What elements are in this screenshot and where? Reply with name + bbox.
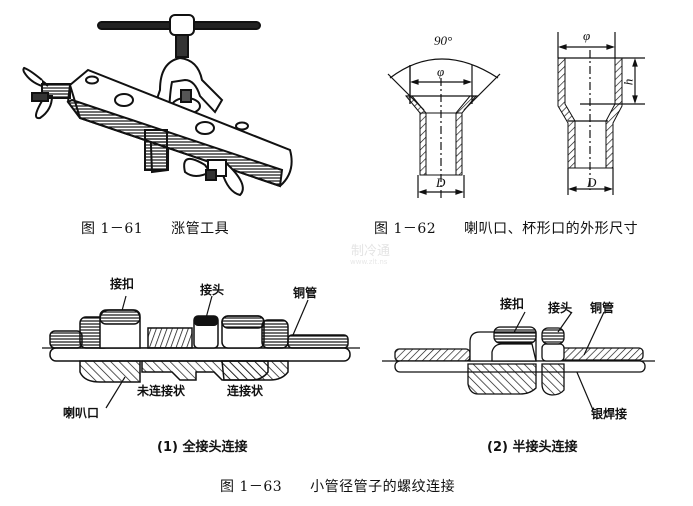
full-label-fitting: 接头 xyxy=(200,283,225,297)
half-fitting-caption: (2) 半接头连接 xyxy=(487,440,578,455)
full-label-copper-pipe: 铜管 xyxy=(293,286,318,300)
cup-phi-label: φ xyxy=(583,28,591,43)
flare-wall-left xyxy=(404,95,428,114)
fig-1-63-title: 小管径管子的螺纹连接 xyxy=(310,479,456,495)
full-label-not-connected: 未连接状 xyxy=(137,384,186,398)
fig-1-62-number: 图 1－62 xyxy=(374,221,437,237)
left-pipe-knurl xyxy=(49,330,83,349)
cup-wall-right xyxy=(605,57,623,169)
nut-section xyxy=(467,363,537,395)
fig-1-63-number: 图 1－63 xyxy=(220,479,283,495)
full-label-flare: 喇叭口 xyxy=(63,406,100,420)
fitting-thread xyxy=(147,327,193,349)
cup-dimension-drawing xyxy=(557,32,645,195)
half-label-silver-weld: 银焊接 xyxy=(591,407,628,421)
right-nut-section xyxy=(221,360,289,381)
flare-dimension-drawing xyxy=(387,58,501,198)
fig-1-62-title: 喇叭口、杯形口的外形尺寸 xyxy=(464,221,639,237)
fitting-section xyxy=(541,363,565,396)
flare-wall-right xyxy=(454,95,478,114)
half-label-copper-pipe: 铜管 xyxy=(590,301,615,315)
flare-d-label: D xyxy=(436,175,446,190)
fitting-upper xyxy=(541,343,565,362)
half-label-fitting: 接头 xyxy=(548,301,573,315)
full-fitting-caption: (1) 全接头连接 xyxy=(157,440,248,455)
full-label-nut: 接扣 xyxy=(110,277,135,291)
fig-1-61-title: 涨管工具 xyxy=(171,221,230,237)
right-nut-back xyxy=(261,319,289,349)
nut-knurl xyxy=(493,326,537,344)
left-wing-nut xyxy=(22,66,71,120)
right-pipe-knurl xyxy=(287,334,349,349)
t-handle xyxy=(97,14,261,58)
tube-wall-right xyxy=(455,112,463,176)
right-wing-nut xyxy=(183,157,244,197)
half-label-nut: 接扣 xyxy=(500,297,525,311)
flaring-tool-illustration xyxy=(22,14,293,197)
cup-d-label: D xyxy=(587,175,597,190)
full-fitting-drawing xyxy=(42,295,360,409)
clamp-bar xyxy=(66,68,293,188)
fig-1-61-number: 图 1－61 xyxy=(81,221,144,237)
cup-wall-left xyxy=(557,57,576,169)
half-fitting-drawing xyxy=(382,311,655,411)
tube-wall-left xyxy=(419,112,427,176)
watermark-url: www.zlt.ns xyxy=(350,258,388,266)
right-pipe-top xyxy=(559,347,644,361)
watermark-name: 制冷通 xyxy=(351,244,391,259)
left-pipe-top xyxy=(394,348,471,362)
full-label-connected: 连接状 xyxy=(227,384,264,398)
flare-phi-label: φ xyxy=(437,64,445,79)
flare-angle-label: 90° xyxy=(434,33,453,48)
left-nut-section xyxy=(79,360,141,383)
cup-h-label: h xyxy=(620,78,636,86)
